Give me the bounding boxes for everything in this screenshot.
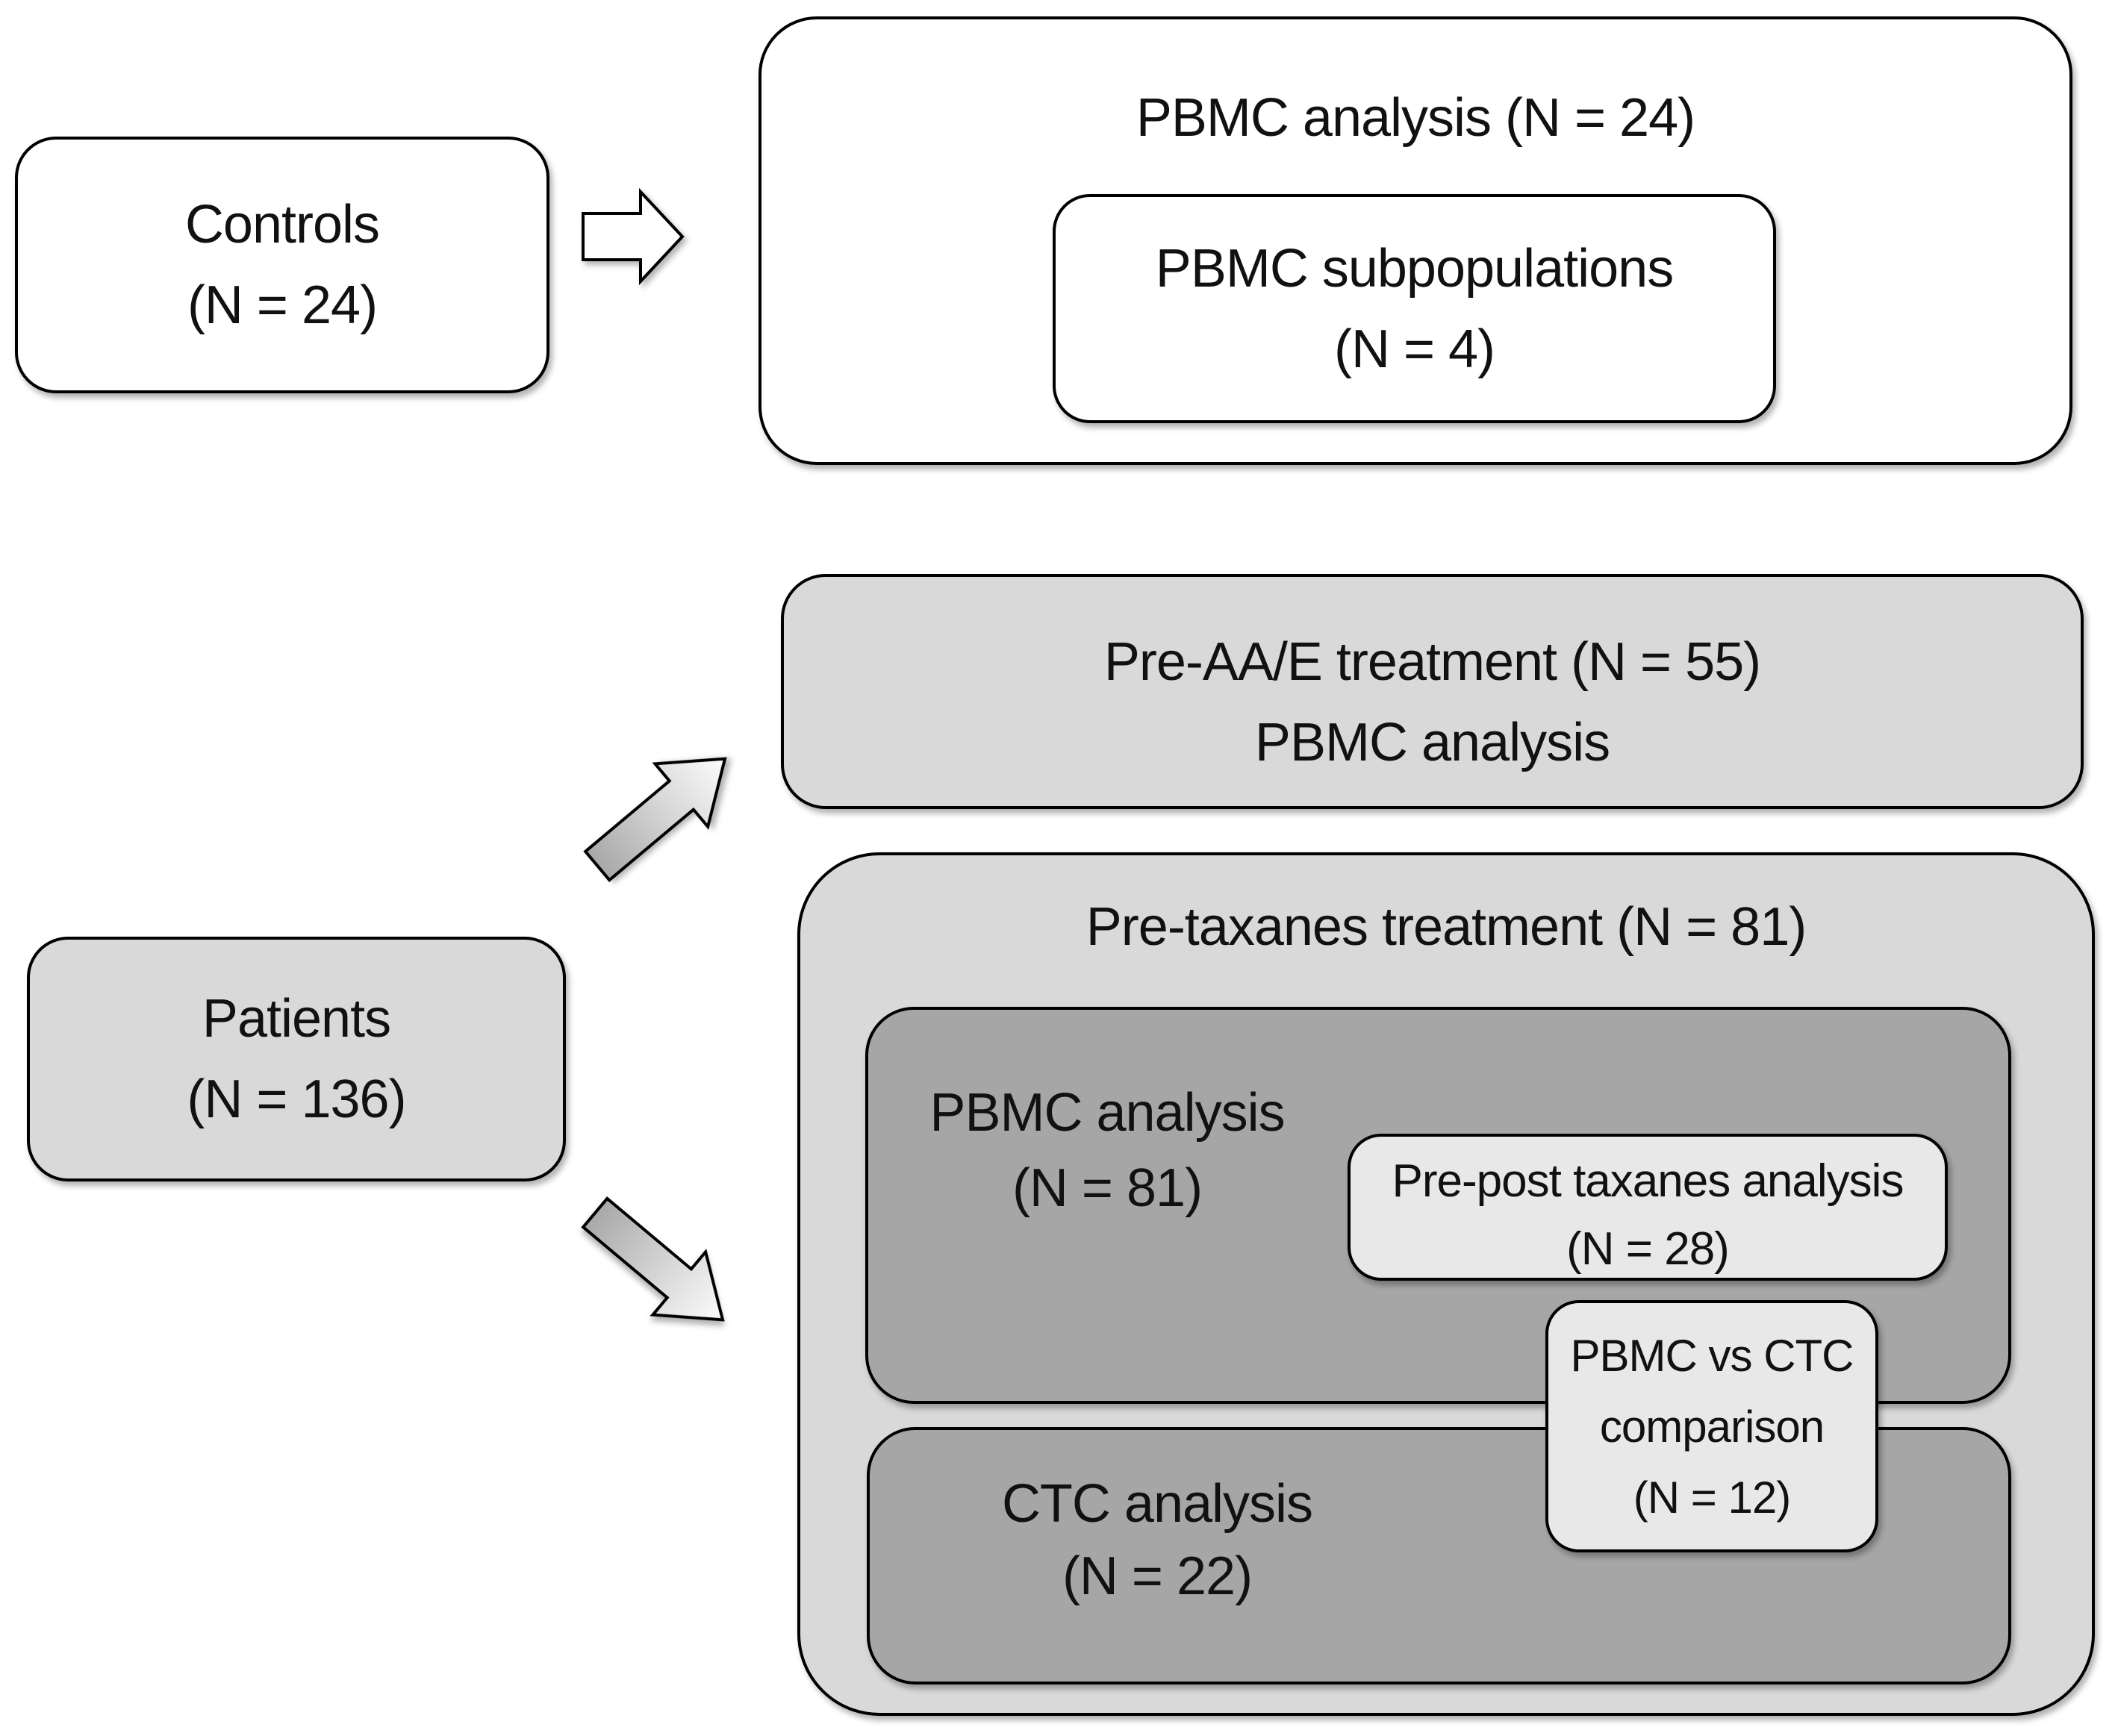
pre-aae-treatment-label: Pre-AA/E treatment (N = 55): [1103, 631, 1761, 692]
pbmc-vs-ctc-line2: comparison: [1599, 1401, 1825, 1452]
pbmc-analysis-81-count: (N = 81): [1012, 1158, 1203, 1218]
pre-taxanes-treatment-title: Pre-taxanes treatment (N = 81): [1085, 897, 1807, 957]
pbmc-analysis-title: PBMC analysis (N = 24): [1136, 88, 1695, 148]
pre-post-taxanes-count: (N = 28): [1566, 1223, 1730, 1275]
pbmc-vs-ctc-count: (N = 12): [1633, 1472, 1791, 1523]
pbmc-vs-ctc-comparison-box: PBMC vs CTC comparison (N = 12): [1545, 1300, 1878, 1552]
patients-count: (N = 136): [187, 1070, 406, 1129]
ctc-analysis-count: (N = 22): [1062, 1546, 1253, 1606]
pre-post-taxanes-label: Pre-post taxanes analysis: [1392, 1155, 1904, 1207]
pbmc-subpopulations-count: (N = 4): [1333, 319, 1495, 379]
pbmc-vs-ctc-line1: PBMC vs CTC: [1570, 1330, 1854, 1381]
pbmc-subpopulations-box: PBMC subpopulations (N = 4): [1053, 194, 1776, 423]
right-arrow-icon: [582, 187, 685, 286]
pre-aae-pbmc-analysis-label: PBMC analysis: [1254, 712, 1610, 772]
pbmc-subpopulations-label: PBMC subpopulations: [1155, 238, 1674, 299]
patients-box: Patients (N = 136): [27, 937, 566, 1181]
controls-box: Controls (N = 24): [15, 137, 549, 393]
up-right-arrow-icon: [583, 757, 727, 882]
controls-count: (N = 24): [187, 275, 378, 335]
pre-post-taxanes-box: Pre-post taxanes analysis (N = 28): [1348, 1134, 1948, 1281]
down-right-arrow-icon: [581, 1196, 725, 1322]
pre-aae-treatment-box: Pre-AA/E treatment (N = 55) PBMC analysi…: [781, 574, 2084, 809]
pbmc-analysis-81-label: PBMC analysis: [929, 1083, 1285, 1143]
pre-taxanes-treatment-box: Pre-taxanes treatment (N = 81) PBMC anal…: [797, 852, 2095, 1716]
ctc-analysis-label: CTC analysis: [1001, 1474, 1313, 1534]
patients-label: Patients: [202, 989, 391, 1049]
pbmc-analysis-box: PBMC analysis (N = 24) PBMC subpopulatio…: [759, 16, 2072, 465]
controls-label: Controls: [184, 195, 380, 255]
